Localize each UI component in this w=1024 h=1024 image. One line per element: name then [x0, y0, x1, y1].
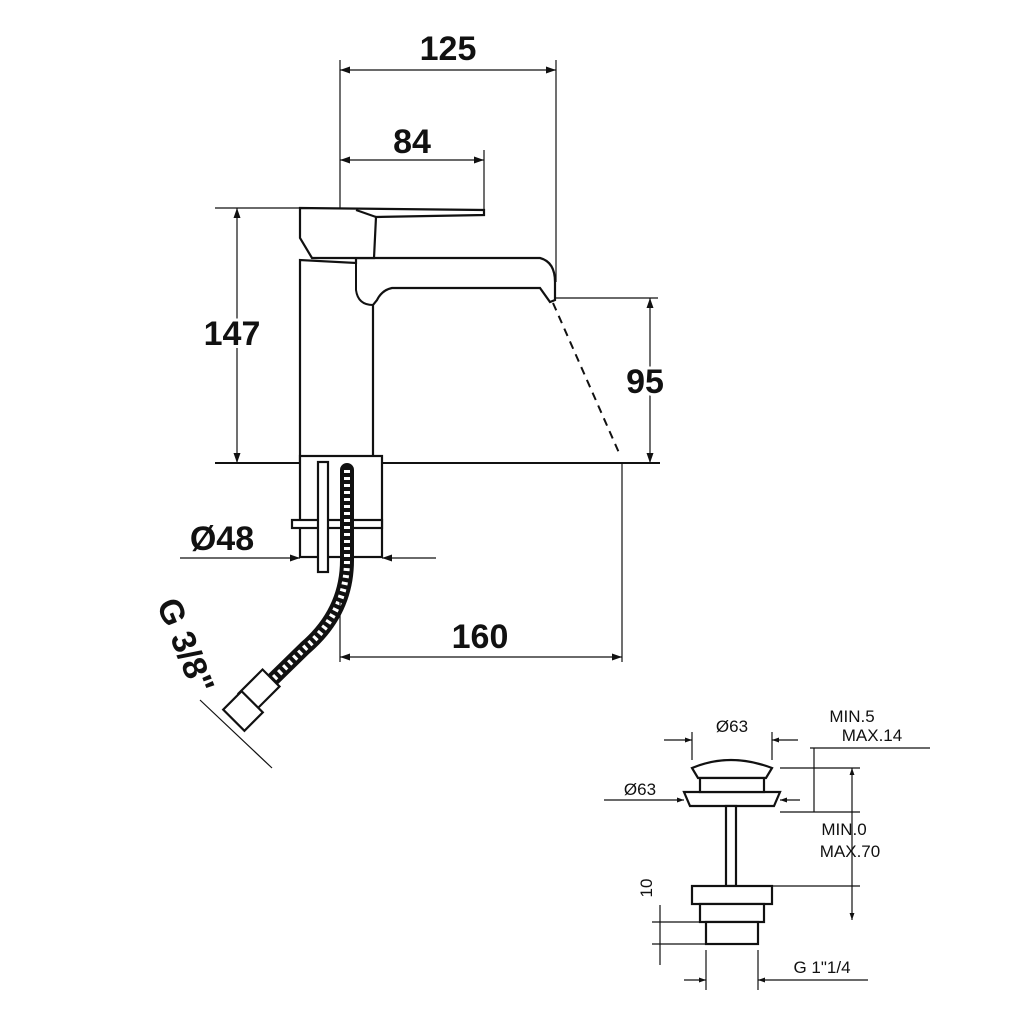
drain-collar	[698, 776, 766, 794]
dim-base-diameter: Ø48	[190, 520, 254, 558]
hose-nut	[221, 689, 265, 733]
dim-basin-max: MAX.14	[842, 726, 902, 745]
faucet-drawing: 125 84 147 95 Ø48 160 G 3/8"	[149, 30, 667, 769]
drain-flange	[682, 790, 782, 808]
dim-body-height: 10	[637, 879, 656, 898]
faucet-body	[298, 256, 557, 465]
threaded-rod	[316, 460, 330, 574]
drain-cap	[690, 758, 774, 780]
dim-cap-diameter: Ø63	[716, 717, 748, 736]
drain-body	[690, 884, 774, 906]
spout-curve	[355, 263, 374, 306]
flex-hose	[255, 463, 354, 697]
dim-basin-min: MIN.5	[829, 707, 874, 726]
dim-line-hose-thread	[199, 699, 273, 769]
lever-edge	[355, 209, 377, 218]
dim-drain-thread: G 1"1/4	[793, 958, 850, 977]
dim-flange-diameter: Ø63	[624, 780, 656, 799]
dim-stem-max: MAX.70	[820, 842, 880, 861]
drain-tailpiece	[704, 920, 760, 946]
dim-overall-depth: 125	[420, 30, 477, 68]
dim-spout-height: 95	[626, 363, 664, 401]
dim-projection: 160	[452, 618, 509, 656]
water-stream	[552, 302, 621, 456]
dim-height: 147	[204, 315, 261, 353]
dim-hose-thread: G 3/8"	[149, 593, 221, 699]
mounting-nut	[290, 518, 384, 530]
dim-lever-length: 84	[393, 123, 431, 161]
drain-stem	[724, 804, 738, 888]
drain-body-mid	[698, 902, 766, 924]
drain-drawing: Ø63 Ø63 MIN.5 MAX.14 MIN.0 MAX.70 10 G 1…	[604, 707, 930, 990]
dim-stem-min: MIN.0	[821, 820, 866, 839]
faucet-lever	[298, 206, 486, 260]
